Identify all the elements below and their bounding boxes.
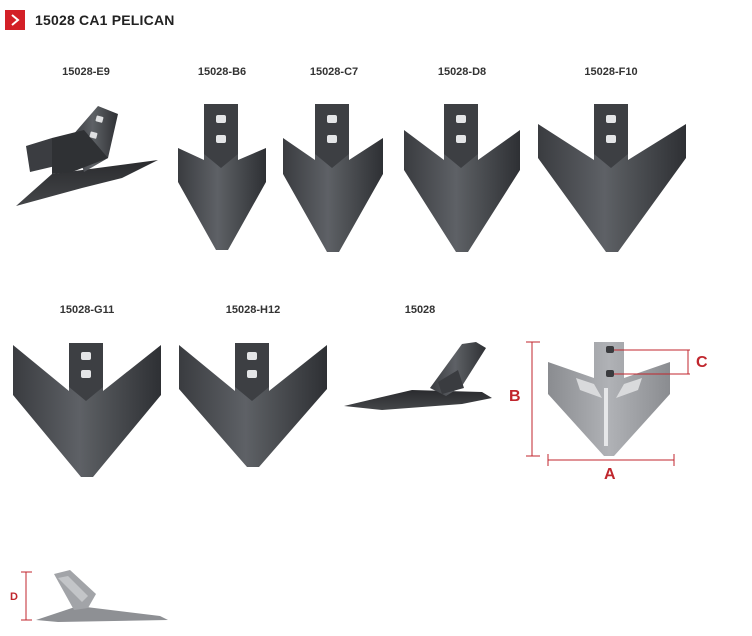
- product-label-d8: 15028-D8: [437, 66, 487, 78]
- dimension-diagram: [520, 338, 720, 470]
- product-label-e9: 15028-E9: [62, 66, 110, 78]
- dimension-label-c: C: [696, 354, 708, 371]
- product-label-c7: 15028-C7: [309, 66, 359, 78]
- dimension-label-a: A: [604, 466, 616, 483]
- product-label-15028: 15028: [404, 304, 436, 316]
- page-title: 15028 CA1 PELICAN: [35, 12, 175, 28]
- page-header: 15028 CA1 PELICAN: [5, 9, 175, 31]
- dimension-diagram-side: [18, 566, 168, 628]
- product-image-15028[interactable]: [342, 340, 494, 412]
- product-label-f10: 15028-F10: [584, 66, 638, 78]
- dimension-label-d: D: [10, 591, 18, 603]
- product-image-c7[interactable]: [281, 104, 385, 256]
- product-image-f10[interactable]: [536, 104, 688, 256]
- product-image-e9[interactable]: [12, 102, 162, 210]
- chevron-right-icon: [5, 10, 25, 30]
- product-image-h12[interactable]: [177, 343, 329, 471]
- product-label-g11: 15028-G11: [59, 304, 115, 316]
- product-label-h12: 15028-H12: [225, 304, 281, 316]
- product-label-b6: 15028-B6: [197, 66, 247, 78]
- dimension-label-b: B: [509, 388, 521, 405]
- product-image-b6[interactable]: [176, 104, 268, 256]
- product-image-d8[interactable]: [402, 104, 522, 256]
- product-image-g11[interactable]: [11, 343, 163, 481]
